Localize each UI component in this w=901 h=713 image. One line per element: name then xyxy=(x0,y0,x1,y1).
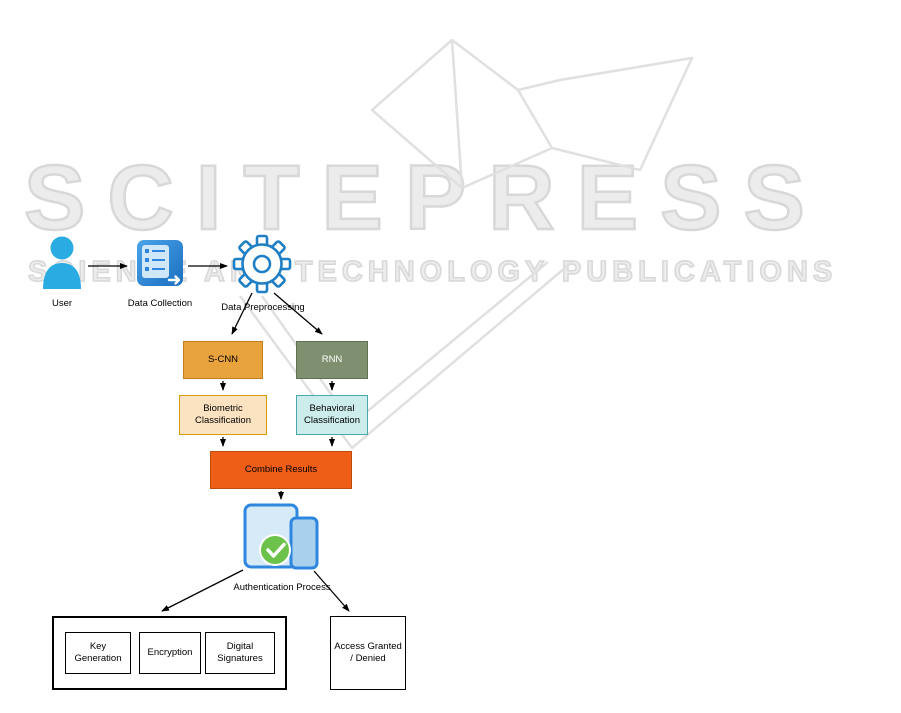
scitepress-watermark-title: SCITEPRESS xyxy=(23,146,827,251)
access-granted-denied-node: Access Granted / Denied xyxy=(330,616,406,690)
data-preprocessing-label: Data Preprocessing xyxy=(221,302,305,313)
behavioral-classification-node: Behavioral Classification xyxy=(296,395,368,435)
authentication-devices-icon xyxy=(243,503,319,570)
key-generation-node: Key Generation xyxy=(65,632,131,674)
biometric-classification-node: Biometric Classification xyxy=(179,395,267,435)
authentication-process-label: Authentication Process xyxy=(233,582,331,593)
data-collection-label: Data Collection xyxy=(127,298,193,309)
data-collection-icon xyxy=(137,240,183,286)
user-label: User xyxy=(51,298,73,309)
combine-results-node: Combine Results xyxy=(210,451,352,489)
user-icon xyxy=(43,236,81,289)
digital-signatures-node: Digital Signatures xyxy=(205,632,275,674)
rnn-node: RNN xyxy=(296,341,368,379)
data-preprocessing-gear-icon xyxy=(232,234,292,294)
scnn-node: S-CNN xyxy=(183,341,263,379)
encryption-node: Encryption xyxy=(139,632,201,674)
